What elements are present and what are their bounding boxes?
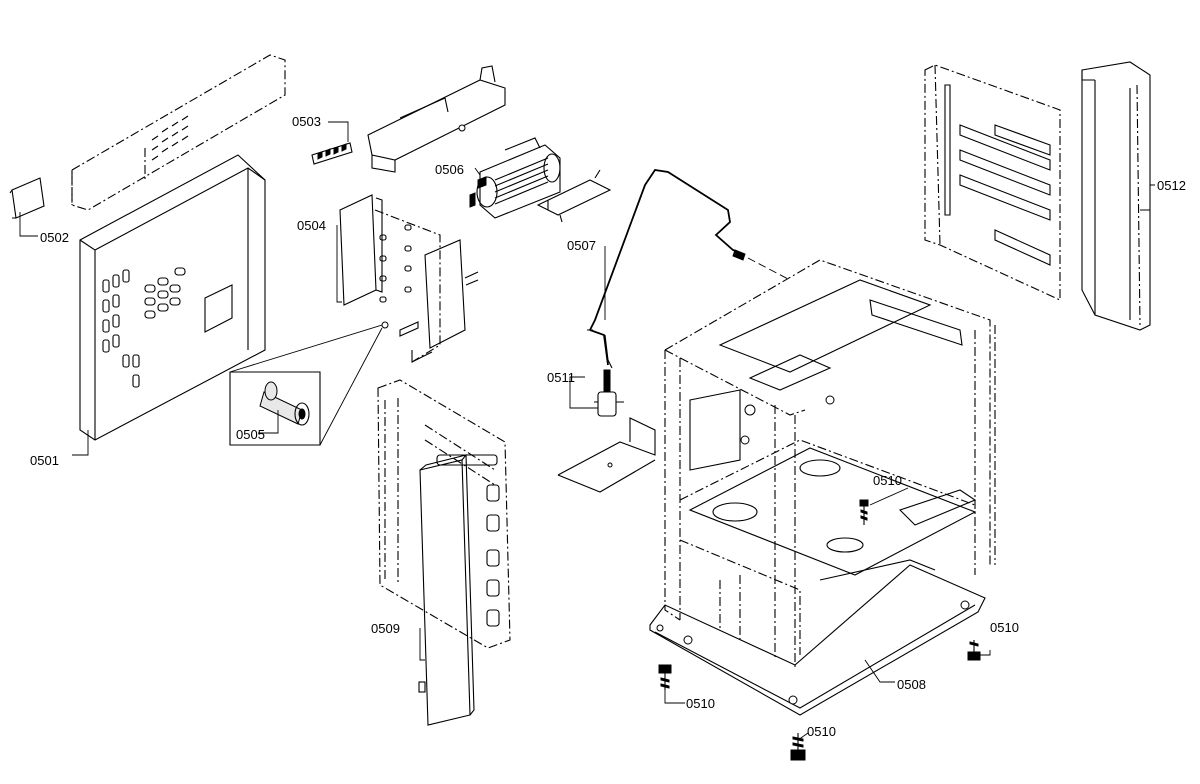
label-0508: 0508 bbox=[897, 677, 926, 692]
part-0502-cover-plate bbox=[9, 177, 45, 219]
label-0510-chassis: 0510 bbox=[873, 473, 902, 488]
part-0510-screw-bottom bbox=[790, 733, 806, 761]
part-0501-side-panel bbox=[71, 54, 286, 441]
part-board-bracket bbox=[374, 209, 479, 363]
label-0503: 0503 bbox=[292, 114, 321, 129]
part-0510-screw-right bbox=[967, 640, 981, 661]
part-front-frame bbox=[377, 379, 511, 649]
part-0504-control-board bbox=[339, 194, 383, 306]
label-0507: 0507 bbox=[567, 238, 596, 253]
part-upper-fan-bracket bbox=[367, 65, 506, 173]
part-0507-gas-pipe bbox=[587, 169, 791, 369]
label-0509: 0509 bbox=[371, 621, 400, 636]
leader-lines bbox=[19, 121, 1155, 741]
label-0511: 0511 bbox=[547, 370, 575, 385]
label-0506: 0506 bbox=[435, 162, 464, 177]
label-0504: 0504 bbox=[297, 218, 326, 233]
part-labels: 0501 0502 0503 0504 0505 0506 0507 0508 … bbox=[30, 114, 1186, 739]
part-oven-chassis bbox=[664, 259, 996, 668]
part-0509-front-cover bbox=[418, 454, 475, 726]
part-0503-terminal-block bbox=[311, 142, 353, 165]
label-0505: 0505 bbox=[236, 427, 265, 442]
part-0510-screw-chassis bbox=[859, 499, 869, 525]
part-0506-cooling-fan bbox=[469, 137, 561, 219]
part-0512-rail bbox=[1081, 61, 1151, 331]
label-0502: 0502 bbox=[40, 230, 69, 245]
part-0510-screw-front bbox=[658, 664, 672, 690]
label-0510-bottom: 0510 bbox=[807, 724, 836, 739]
label-0512: 0512 bbox=[1157, 178, 1186, 193]
part-0511-gas-valve bbox=[557, 369, 656, 493]
part-0508-base-plate bbox=[649, 564, 986, 716]
part-fan-mount-bracket bbox=[536, 169, 612, 223]
label-0510-front: 0510 bbox=[686, 696, 715, 711]
part-right-side-panel bbox=[924, 64, 1061, 301]
label-0510-right: 0510 bbox=[990, 620, 1019, 635]
label-0501: 0501 bbox=[30, 453, 59, 468]
part-0505-capacitor-inset bbox=[229, 324, 383, 446]
